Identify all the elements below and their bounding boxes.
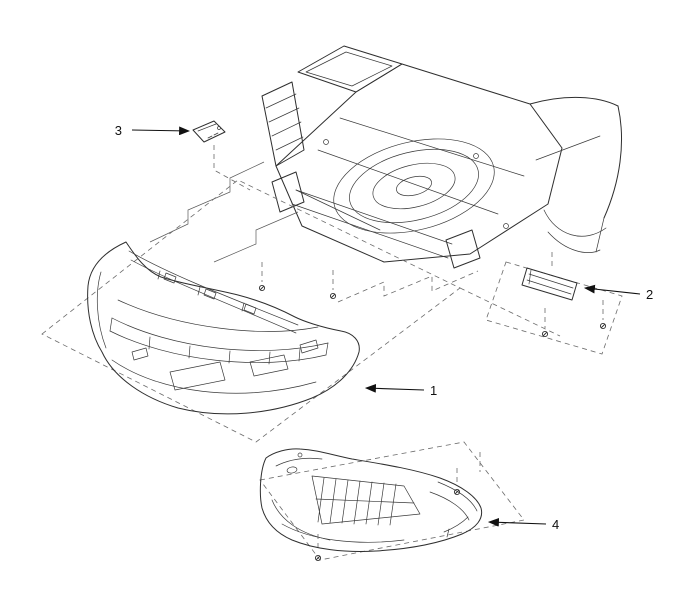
screw-icon bbox=[258, 284, 266, 292]
quarter-panel bbox=[529, 97, 623, 253]
callout-3-label: 3 bbox=[115, 123, 122, 138]
under-cover-part bbox=[259, 448, 483, 552]
bracket-right-part bbox=[521, 267, 578, 301]
screw-icon bbox=[329, 292, 337, 300]
screw-icon bbox=[599, 322, 607, 330]
screw-icon bbox=[541, 330, 549, 338]
callout-1-label: 1 bbox=[430, 383, 437, 398]
callout-2-label: 2 bbox=[646, 287, 653, 302]
bracket-left-part bbox=[192, 120, 226, 143]
projection-dashed-lines bbox=[41, 145, 623, 561]
callout-1-arrow bbox=[364, 383, 425, 393]
callout-2-arrow bbox=[583, 284, 641, 295]
callouts: 1 2 3 4 bbox=[115, 123, 653, 532]
callout-4-arrow bbox=[487, 517, 547, 527]
spare-tire-well bbox=[333, 138, 495, 234]
callout-3-arrow bbox=[131, 126, 191, 136]
screw-icon bbox=[314, 554, 322, 562]
bumper-cover-part bbox=[87, 241, 360, 415]
vehicle-underbody-drawing bbox=[149, 45, 623, 269]
callout-4-label: 4 bbox=[552, 517, 559, 532]
